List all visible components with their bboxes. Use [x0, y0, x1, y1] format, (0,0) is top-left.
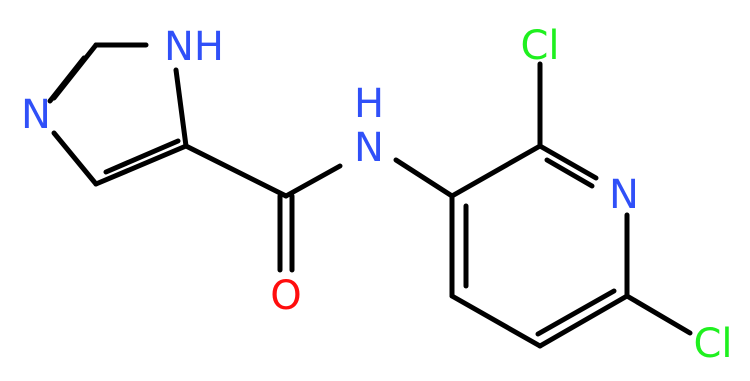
bond-c2-n1-double	[47, 55, 87, 104]
bond-c6-c5-double	[535, 288, 617, 337]
atom-labels: NH N N H O N Cl Cl	[21, 23, 732, 367]
bond-c6-c5-single	[537, 293, 630, 349]
amide-h-label: H	[354, 81, 384, 127]
bond-c4-n3	[173, 67, 189, 149]
chlorine-bottom-label: Cl	[693, 321, 732, 367]
bond-c5-c4py	[449, 293, 543, 349]
bond-c6-cl	[624, 293, 693, 336]
imidazole-nh-label: NH	[164, 24, 224, 70]
bond-c4-carbonyl	[183, 143, 289, 199]
imidazole-n-label: N	[21, 92, 51, 138]
bond-c5-c4-single	[93, 143, 189, 187]
carbonyl-o-label: O	[270, 273, 301, 319]
bond-c2-npy-double	[544, 157, 595, 189]
bond-c5-c4-double	[103, 138, 181, 175]
imidazole-ring-bonds	[47, 42, 189, 187]
pyridine-ring-bonds	[449, 143, 630, 349]
pyridine-n-label: N	[609, 172, 639, 218]
bond-nh-pyridine	[393, 157, 455, 199]
bond-c3-c2	[449, 143, 543, 199]
bond-c2-npy-single	[537, 143, 599, 181]
amide-n-label: N	[354, 125, 384, 171]
chlorine-bonds	[537, 61, 693, 336]
bond-n1-c5	[51, 130, 99, 187]
amide-bonds	[183, 143, 455, 273]
chlorine-top-label: Cl	[520, 23, 559, 69]
bond-carbonyl-nh	[283, 163, 343, 199]
